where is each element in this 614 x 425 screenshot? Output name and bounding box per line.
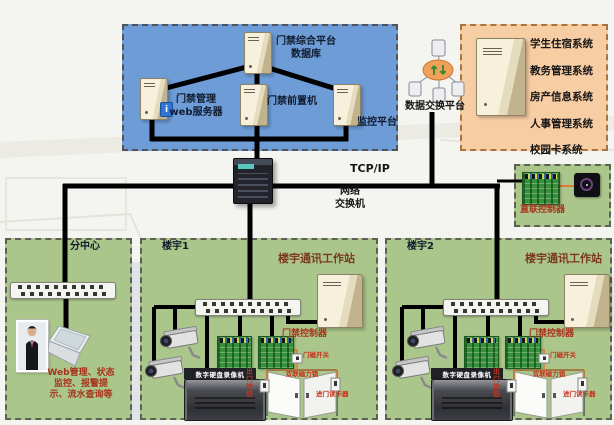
subcenter-switch-icon (10, 282, 116, 299)
dvr-icon (431, 379, 513, 421)
external-server-icon (476, 38, 526, 116)
building1-exit-button-label: 出门按钮 (244, 368, 253, 398)
cctv-camera-icon (145, 355, 186, 390)
building1-title: 楼宇1 (162, 241, 189, 252)
person-icon (26, 326, 38, 370)
front-server-label: 门禁前置机 (267, 96, 317, 107)
building1-dvr-label: 数字硬盘录像机 (184, 368, 256, 379)
database-server-label: 门禁综合平台 数据库 (276, 36, 336, 60)
building2-workstation-icon (564, 274, 610, 328)
building2-dvr-label: 数字硬盘录像机 (431, 368, 503, 379)
web-server-label: 门禁管理 web服务器 (169, 94, 223, 118)
monitor-server-icon (333, 84, 361, 126)
list-item: 学生住宿系统 (530, 38, 593, 50)
building2-door-lock-label: 双联磁力锁 (532, 370, 566, 378)
external-systems-list: 学生住宿系统 教务管理系统 房产信息系统 人事管理系统 校园卡系统 (530, 36, 606, 157)
network-switch-label: 网络 交换机 (335, 186, 365, 210)
building1-controller-board-icon (217, 336, 252, 369)
list-item: 人事管理系统 (530, 117, 593, 130)
building2-controller-board-icon (464, 336, 499, 369)
building1-door-assembly (259, 353, 341, 419)
building1-workstation-icon (317, 274, 363, 328)
info-icon: i (160, 102, 173, 117)
network-switch-icon (233, 158, 273, 204)
dvr-icon (184, 379, 266, 421)
direct-controller-label: 直联控制器 (520, 205, 566, 215)
monitor-platform-label: 监控平台 (357, 117, 397, 128)
building2-door-assembly (506, 353, 588, 419)
cable-group-building2 (400, 305, 567, 374)
front-server-icon (240, 84, 268, 126)
building2-workstation-label: 楼宇通讯工作站 (525, 252, 602, 265)
building1-door-lock-label: 双联磁力锁 (285, 370, 319, 378)
building1-switch-icon (195, 299, 301, 316)
database-server-icon (244, 32, 272, 74)
building2-controller-board-icon (505, 336, 541, 369)
cctv-camera-icon (392, 355, 433, 390)
subcenter-description: Web管理、状态 监控、报警提 示、流水查询等 (47, 368, 115, 400)
subcenter-title: 分中心 (70, 241, 100, 252)
list-item: 教务管理系统 (530, 64, 593, 77)
card-reader-icon (574, 173, 600, 197)
building2-door-sensor-label: 门磁开关 (550, 351, 576, 359)
list-item: 房产信息系统 (530, 91, 593, 103)
operator-photo (16, 320, 48, 372)
building2-switch-icon (443, 299, 549, 316)
building1-reader-label: 进门读卡器 (316, 390, 349, 398)
list-item: 校园卡系统 (530, 144, 583, 156)
laptop-icon (48, 326, 91, 367)
building1-workstation-label: 楼宇通讯工作站 (278, 252, 355, 265)
building1-door-sensor-label: 门磁开关 (303, 351, 329, 359)
tcpip-label: TCP/IP (350, 162, 390, 175)
data-exchange-label: 数据交换平台 (405, 101, 465, 112)
building2-exit-button-label: 出门按钮 (491, 368, 500, 398)
building2-reader-label: 进门读卡器 (563, 390, 596, 398)
cable-group-trunk (62, 112, 524, 338)
cctv-camera-icon (407, 325, 448, 360)
data-exchange-hub-icon (408, 39, 465, 103)
building1-controller-label: 门禁控制器 (282, 329, 328, 339)
building2-controller-label: 门禁控制器 (529, 329, 575, 339)
building1-controller-board-icon (258, 336, 294, 369)
building2-title: 楼宇2 (407, 241, 434, 252)
cctv-camera-icon (160, 325, 201, 360)
direct-controller-board-icon (522, 172, 560, 205)
